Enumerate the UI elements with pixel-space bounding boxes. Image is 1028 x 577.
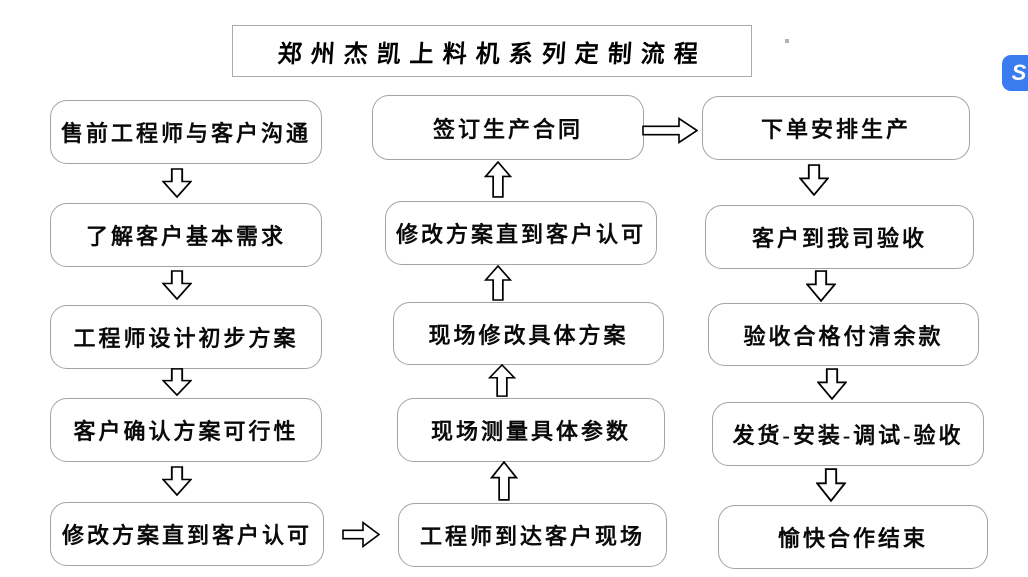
- flowchart-title: 郑州杰凯上料机系列定制流程: [276, 41, 708, 68]
- down-arrow-icon: [799, 164, 829, 196]
- down-arrow-icon: [162, 466, 192, 496]
- up-arrow-icon: [484, 161, 512, 198]
- title-box: 郑州杰凯上料机系列定制流程: [232, 25, 752, 77]
- flow-step-left-4: 客户确认方案可行性: [50, 398, 322, 462]
- flow-step-middle-1: 签订生产合同: [372, 95, 644, 160]
- flow-step-right-3: 验收合格付清余款: [708, 303, 979, 366]
- flow-step-left-2: 了解客户基本需求: [50, 203, 322, 267]
- flow-step-left-3: 工程师设计初步方案: [50, 305, 322, 369]
- down-arrow-icon: [806, 270, 836, 302]
- flow-step-left-1: 售前工程师与客户沟通: [50, 100, 322, 164]
- up-arrow-icon: [490, 461, 518, 501]
- flow-step-middle-5: 工程师到达客户现场: [398, 503, 667, 567]
- flow-step-right-1: 下单安排生产: [702, 96, 970, 160]
- stray-dot: [785, 39, 789, 43]
- right-arrow-icon: [342, 521, 380, 548]
- flow-step-middle-4: 现场测量具体参数: [397, 398, 665, 462]
- down-arrow-icon: [162, 368, 192, 396]
- flow-step-right-5: 愉快合作结束: [718, 505, 988, 569]
- down-arrow-icon: [817, 368, 847, 400]
- s-logo-glyph: S: [1011, 60, 1027, 85]
- up-arrow-icon: [488, 364, 516, 397]
- right-arrow-icon: [642, 117, 698, 144]
- down-arrow-icon: [162, 270, 192, 300]
- flow-step-right-2: 客户到我司验收: [705, 205, 974, 269]
- flow-step-middle-3: 现场修改具体方案: [393, 302, 664, 365]
- s-logo-icon[interactable]: S: [1002, 55, 1028, 91]
- flow-step-right-4: 发货-安装-调试-验收: [712, 402, 984, 466]
- flow-step-middle-2: 修改方案直到客户认可: [385, 201, 657, 265]
- down-arrow-icon: [162, 168, 192, 198]
- up-arrow-icon: [484, 265, 512, 301]
- flow-step-left-5: 修改方案直到客户认可: [50, 502, 324, 566]
- down-arrow-icon: [816, 468, 846, 502]
